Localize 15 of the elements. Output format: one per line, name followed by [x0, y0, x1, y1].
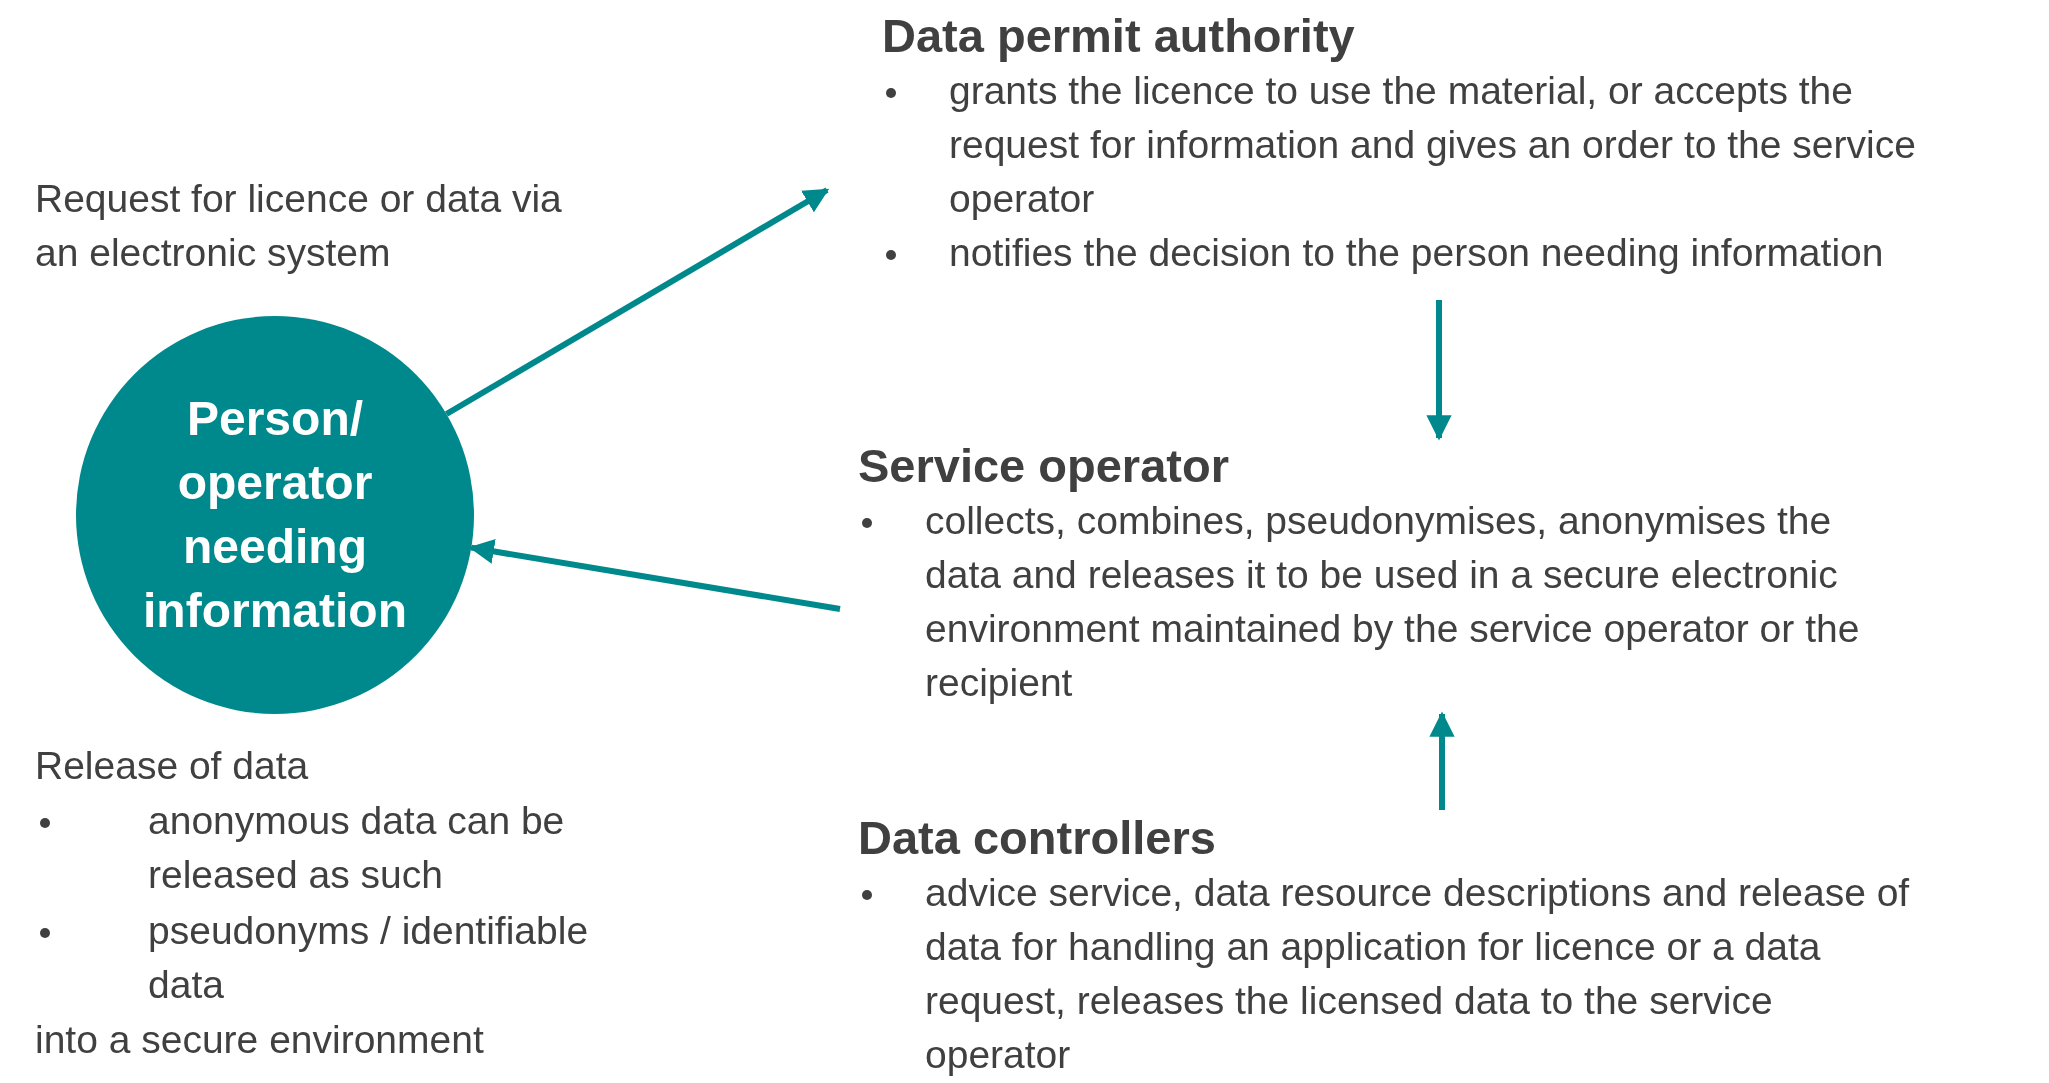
note-text: pseudonyms / identifiable data — [148, 908, 590, 1008]
note-text: Release of data — [35, 743, 310, 789]
bullet-text: collects, combines, pseudonymises, anonymises the data and releases it to be used in a secure electronic environment maintained by the service operator or the recipient — [925, 498, 1861, 706]
arrow — [1426, 300, 1452, 441]
heading: Data controllers — [857, 810, 1217, 866]
heading: Service operator — [857, 438, 1230, 494]
heading: Data permit authority — [881, 8, 1356, 64]
bullet-text: notifies the decision to the person needing information — [949, 230, 1885, 276]
circle-label: Person/ operator needing information — [142, 391, 408, 639]
arrow — [444, 187, 830, 417]
circle-node — [76, 316, 474, 714]
note-text: into a secure environment — [35, 1017, 485, 1063]
note-text: Request for licence or data via an electronic system — [35, 176, 563, 276]
bullet-text: advice service, data resource descriptions and release of data for handling an application for licence or a data request, releases the licensed data to the service operator — [925, 870, 1911, 1078]
arrow — [1429, 711, 1455, 810]
